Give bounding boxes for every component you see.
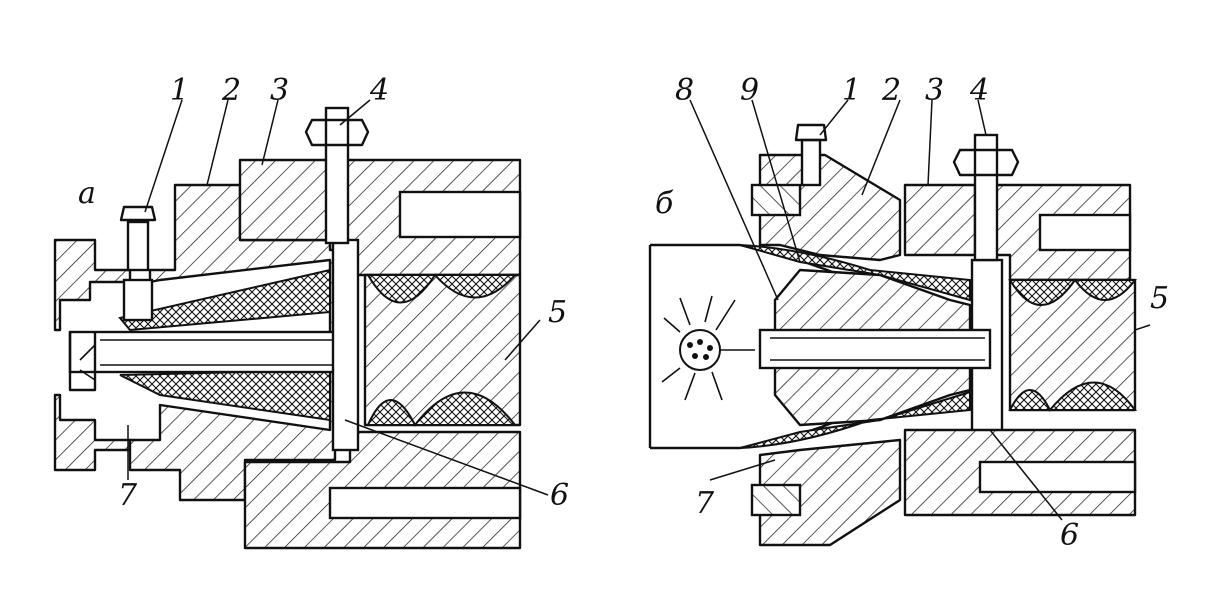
a-label-1: 1 (170, 73, 189, 108)
b-center-rod (758, 328, 992, 370)
figure-a-leaders (127, 99, 549, 496)
a-label-letter: а (78, 176, 96, 211)
a-screw-4-rod (324, 106, 350, 245)
a-insulation-cone-bottom (119, 368, 331, 422)
a-label-5: 5 (548, 295, 567, 330)
a-label-6: 6 (550, 478, 569, 513)
b-insulation-bottom (739, 390, 971, 449)
b-housing-top-window (1038, 213, 1132, 252)
b-label-4: 4 (969, 73, 989, 108)
a-label-2: 2 (221, 73, 241, 108)
b-label-2: 2 (881, 73, 901, 108)
b-screw-4-rod (973, 133, 999, 262)
a-part-3 (238, 158, 337, 242)
a-insulation-cone-top (118, 268, 331, 332)
figure-a (53, 106, 522, 550)
b-part-1-block (758, 153, 902, 262)
a-nozzle (68, 332, 97, 392)
b-label-1: 1 (842, 73, 861, 108)
b-label-9: 9 (740, 73, 759, 108)
b-screw-1-rod (800, 138, 822, 187)
b-screw-4-nut (952, 148, 1020, 177)
b-label-6: 6 (1060, 518, 1079, 553)
a-housing-bottom-window (328, 486, 522, 520)
b-lower-flange (758, 438, 902, 547)
b-label-5: 5 (1150, 281, 1169, 316)
b-small-block-top (750, 183, 802, 217)
a-screw-1-rod (126, 220, 150, 272)
a-screw-1-head (119, 205, 157, 222)
a-label-4: 4 (369, 73, 389, 108)
a-housing-top-window (398, 190, 522, 239)
a-left-flange-lower (53, 393, 132, 472)
b-label-letter: б (655, 186, 674, 221)
b-part-3 (903, 183, 977, 257)
figure-b-labels: б 8 9 1 2 3 4 5 6 7 (655, 73, 1169, 553)
a-screw-1-block (122, 278, 154, 322)
a-label-7: 7 (118, 478, 138, 513)
b-flame (661, 295, 755, 401)
b-small-block-bottom (750, 483, 802, 517)
a-seal-top (366, 273, 518, 304)
b-housing-bottom-window (978, 460, 1137, 494)
b-label-7: 7 (695, 486, 715, 521)
a-center-rod (68, 330, 342, 374)
a-seal-bottom (366, 391, 518, 427)
a-screw-4-nut (304, 118, 370, 147)
a-label-3: 3 (270, 73, 289, 108)
b-insulation-top (739, 244, 971, 302)
b-seal-top (1008, 278, 1138, 306)
figure-b (648, 123, 1138, 547)
b-screw-1-head (794, 123, 828, 142)
b-label-3: 3 (925, 73, 944, 108)
a-channel-6 (331, 238, 360, 452)
a-left-flange (53, 238, 132, 332)
figure-b-leaders (689, 99, 1151, 521)
b-label-8: 8 (675, 73, 694, 108)
b-seal-bottom (1008, 381, 1137, 412)
a-body-2 (128, 183, 337, 502)
figure-a-labels: а 1 2 3 4 5 6 7 (78, 73, 569, 513)
